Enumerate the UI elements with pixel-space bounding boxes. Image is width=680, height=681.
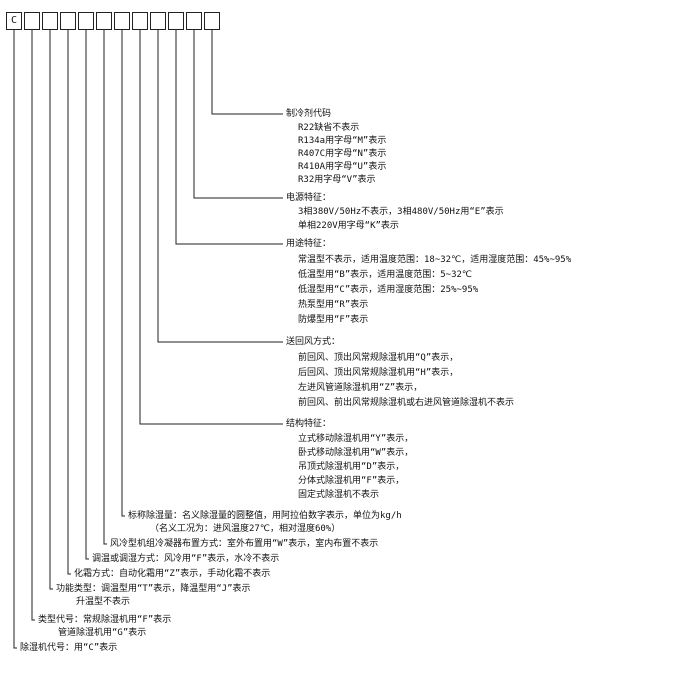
code-box-product: C: [6, 12, 22, 30]
connector-type: [31, 30, 35, 621]
structure-line: 吊顶式除湿机用“D”表示，: [298, 462, 405, 472]
application-line: 热泵型用“R”表示: [298, 300, 369, 310]
structure-line: 固定式除湿机不表示: [298, 490, 380, 500]
code-box-function: [42, 12, 58, 30]
code-box-condenser: [96, 12, 112, 30]
airflow-label: 送回风方式：: [286, 337, 341, 347]
code-box-type: [24, 12, 40, 30]
airflow-line: 前回风、顶出风常规除湿机用“Q”表示，: [298, 353, 459, 363]
product-label: 除湿机代号：用“C”表示: [20, 643, 118, 653]
power-label: 电源特征：: [286, 193, 332, 203]
function-line: 升温型不表示: [76, 597, 131, 607]
application-line: 防爆型用“F”表示: [298, 315, 369, 325]
application-label: 用途特征：: [286, 239, 332, 249]
capacity-label: 标称除湿量：名义除湿量的圆整值，用阿拉伯数字表示，单位为kg/h: [128, 511, 402, 521]
structure-line: 立式移动除湿机用“Y”表示，: [298, 434, 414, 444]
connector-cooling: [85, 30, 89, 560]
connector-airflow: [157, 30, 283, 343]
refrigerant-line: R410A用字母“U”表示: [298, 162, 387, 172]
connector-capacity: [121, 30, 125, 517]
cooling-label: 调温或调湿方式：风冷用“F”表示，水冷不表示: [92, 554, 280, 564]
structure-line: 分体式除湿机用“F”表示，: [298, 476, 405, 486]
refrigerant-line: R134a用字母“M”表示: [298, 136, 387, 146]
code-box-airflow: [150, 12, 166, 30]
airflow-line: 后回风、顶出风常规除湿机用“H”表示，: [298, 368, 459, 378]
refrigerant-line: R32用字母“V”表示: [298, 175, 376, 185]
power-line: 单相220V用字母“K”表示: [298, 221, 399, 231]
refrigerant-label: 制冷剂代码: [286, 109, 332, 119]
application-line: 低温型用“B”表示，适用温度范围：5~32℃: [298, 270, 473, 280]
code-box-power: [186, 12, 202, 30]
connector-application: [175, 30, 283, 245]
application-line: 常温型不表示，适用温度范围：18~32℃，适用湿度范围：45%~95%: [298, 255, 572, 265]
code-box-application: [168, 12, 184, 30]
airflow-line: 前回风、前出风常规除湿机或右进风管道除湿机不表示: [298, 398, 515, 408]
connector-power: [193, 30, 283, 199]
connector-structure: [139, 30, 283, 425]
condenser-label: 风冷型机组冷凝器布置方式：室外布置用“W”表示，室内布置不表示: [110, 539, 379, 549]
connector-defrost: [67, 30, 71, 575]
structure-label: 结构特征：: [286, 419, 332, 429]
structure-line: 卧式移动除湿机用“W”表示，: [298, 448, 414, 458]
connector-product: [13, 30, 17, 649]
function-label: 功能类型：调温型用“T”表示，降温型用“J”表示: [56, 584, 251, 594]
code-box-defrost: [60, 12, 76, 30]
type-line: 管道除湿机用“G”表示: [58, 628, 147, 638]
connector-refrigerant: [211, 30, 283, 115]
airflow-line: 左进风管道除湿机用“Z”表示，: [298, 383, 423, 393]
code-box-cooling: [78, 12, 94, 30]
code-box-capacity: [114, 12, 130, 30]
defrost-label: 化霜方式：自动化霜用“Z”表示，手动化霜不表示: [74, 569, 271, 579]
refrigerant-line: R22缺省不表示: [298, 123, 360, 133]
type-label: 类型代号：常规除湿机用“F”表示: [38, 615, 172, 625]
connector-condenser: [103, 30, 107, 545]
refrigerant-line: R407C用字母“N”表示: [298, 149, 387, 159]
code-box-structure: [132, 12, 148, 30]
connector-function: [49, 30, 53, 590]
power-line: 3相380V/50Hz不表示，3相480V/50Hz用“E”表示: [298, 207, 504, 217]
capacity-line: （名义工况为：进风温度27℃，相对湿度60%）: [150, 524, 341, 534]
application-line: 低湿型用“C”表示，适用湿度范围：25%~95%: [298, 285, 479, 295]
code-box-refrigerant: [204, 12, 220, 30]
